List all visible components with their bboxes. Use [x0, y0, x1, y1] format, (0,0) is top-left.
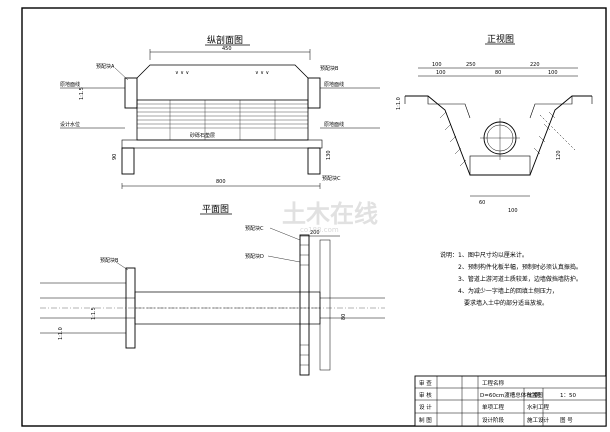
dim-left-height: 1:1.5: [79, 87, 85, 100]
tb-row-2: 审 核: [419, 391, 432, 399]
label-rebar-c-long: 预配块C: [322, 175, 341, 182]
tb-project-name: 工程名称: [482, 379, 505, 387]
tb-dept-value: 水利工程: [527, 403, 550, 411]
plan-view: 平面图 1:1.5 1:1.0 预配块B 200 预配块C 预配块D 80: [40, 204, 385, 376]
tb-scale-label: 比 例: [527, 391, 540, 399]
note-line-1: 1、图中尺寸均以厘米计。: [458, 251, 528, 259]
dim-section-h3: 120: [556, 150, 562, 160]
dim-front-bottom2: 100: [508, 208, 518, 214]
dim-plan-height: 80: [341, 314, 347, 320]
dim-section-h2: 130: [326, 150, 332, 160]
dim-front-seg3: 220: [530, 62, 540, 68]
watermark-text: 土木在线: [282, 200, 378, 228]
svg-text:∨ ∨ ∨: ∨ ∨ ∨: [175, 70, 189, 76]
dim-front-ratio: 1:1.0: [396, 97, 402, 110]
tb-row-1: 审 查: [419, 379, 432, 387]
title-plan-view: 平面图: [202, 204, 229, 215]
label-rebar-d-plan: 预配块D: [245, 253, 264, 260]
watermark: 土木在线 co188.com: [282, 200, 378, 234]
tb-drawing-name: D=60cm渡槽总体布置图: [480, 391, 543, 399]
note-line-2: 2、预制构件化板半幅，预制时必须认真振捣。: [458, 263, 582, 271]
tb-stage-value: 施工设计: [527, 416, 550, 424]
dim-front-seg2: 250: [466, 62, 476, 68]
dim-section-h1: 90: [112, 154, 118, 160]
dim-plan-width: 200: [310, 230, 320, 236]
dim-front-sub3: 100: [548, 70, 558, 76]
title-long-section: 纵剖面图: [207, 34, 243, 46]
label-rebar-c-plan: 预配块C: [245, 225, 264, 232]
svg-text:1:1.0: 1:1.0: [58, 327, 64, 340]
dim-front-sub1: 100: [436, 70, 446, 76]
dim-overall-length: 800: [216, 179, 226, 185]
label-original-ground: 原地面线: [324, 121, 344, 128]
label-ground-right: 原地面线: [324, 81, 344, 88]
label-rebar-b-long: 预配块B: [320, 65, 339, 72]
label-ground-left: 原地面线: [60, 81, 80, 88]
longitudinal-section: 纵剖面图 450 ∨ ∨ ∨ ∨ ∨ ∨ 原地面线 设计水位 1:1.5 原地面…: [60, 34, 380, 189]
drawing-frame: [21, 7, 607, 427]
label-gravel-long: 砂砾石垫层: [190, 132, 215, 139]
dim-top-width: 450: [222, 46, 232, 52]
dim-front-sub2: 80: [495, 70, 501, 76]
label-rebar-a: 预配块A: [96, 63, 115, 70]
watermark-sub: co188.com: [300, 226, 339, 234]
notes-block: 说明： 1、图中尺寸均以厘米计。 2、预制构件化板半幅，预制时必须认真振捣。 3…: [440, 251, 582, 307]
note-line-4: 4、为减少一字墙上的回填土侧压力，: [458, 287, 558, 295]
notes-heading: 说明：: [440, 251, 458, 259]
title-block: 审 查 审 核 设 计 制 图 工程名称 D=60cm渡槽总体布置图 比 例 1…: [414, 375, 607, 427]
tb-stage-label: 设计阶段: [482, 416, 505, 424]
tb-dept-label: 单项工程: [482, 403, 505, 411]
title-front-view: 正视图: [487, 33, 514, 45]
tb-row-4: 制 图: [419, 416, 432, 424]
note-line-3: 3、管道上游河道土质较差，边墙做挡墙防护。: [458, 275, 582, 283]
tb-drawing-no: 图 号: [560, 416, 573, 424]
note-line-5: 要求墙入土中的部分适当放坡。: [464, 299, 548, 307]
tb-row-3: 设 计: [419, 403, 432, 411]
label-design-water: 设计水位: [60, 121, 80, 128]
label-rebar-b-plan: 预配块B: [100, 257, 119, 264]
dim-front-seg1: 100: [432, 62, 442, 68]
tb-scale-value: 1：50: [560, 393, 576, 399]
front-view: 正视图 100 250 220 100 80 100 1:1.0: [396, 33, 593, 214]
dim-plan-ratio: 1:1.5: [91, 307, 97, 320]
dim-front-bottom: 60: [479, 200, 485, 206]
svg-text:∨ ∨ ∨: ∨ ∨ ∨: [255, 70, 269, 76]
